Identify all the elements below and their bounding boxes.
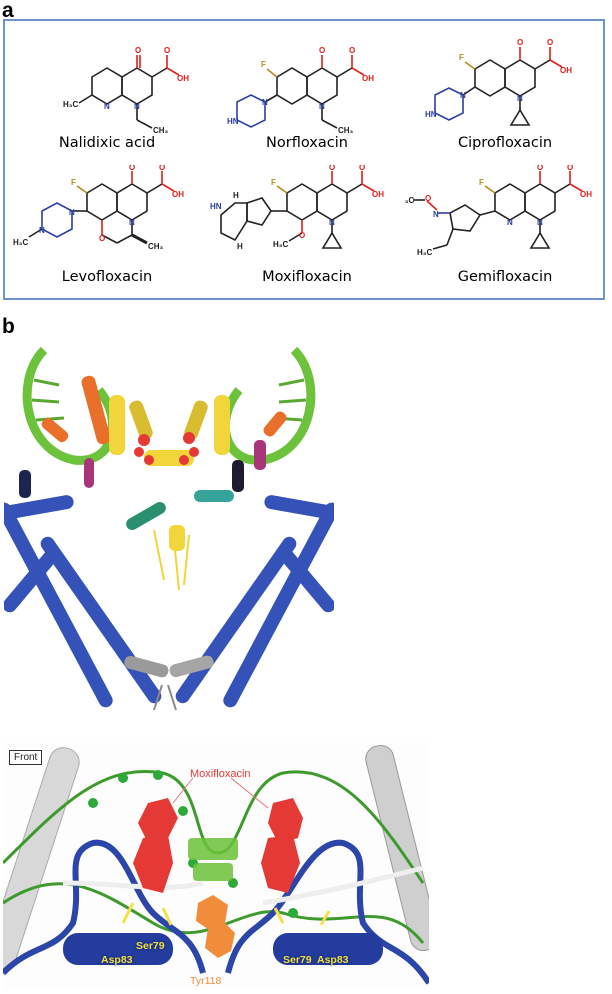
molecule-gemifloxacin: F O O OH H₃C O N N N H₃C Gemifloxacin — [405, 165, 605, 305]
fluorine-atom: F — [261, 60, 266, 69]
nalidixic-acid-structure-icon: O O OH N N H₃C CH₃ — [63, 46, 189, 135]
molecule-name: Levofloxacin — [61, 269, 153, 285]
oxygen-atom: O — [537, 165, 543, 172]
panel-b-label: b — [2, 315, 15, 338]
fluorine-atom: F — [271, 178, 276, 187]
hydrogen-atom: H — [237, 242, 243, 251]
oxygen-atom: O — [164, 46, 170, 55]
methyl-group: H₃C — [13, 238, 28, 247]
nitrogen-atom: N — [329, 218, 335, 227]
levofloxacin-structure-icon: F O O OH O N N N H₃C CH₃ — [13, 165, 184, 251]
nitrogen-atom: N — [104, 102, 110, 111]
molecule-nalidixic-acid: O O OH N N H₃C CH₃ Nalidixic acid — [7, 25, 207, 165]
drug-binding-site-closeup-image: Front Moxifloxacin Ser79 Asp83 Ser79 Asp… — [0, 743, 439, 990]
oxygen-atom: O — [547, 38, 553, 47]
methyl-group: H₃C — [63, 100, 78, 109]
amine-group: HN — [210, 202, 222, 211]
nitrogen-atom: N — [507, 218, 513, 227]
fluorine-atom: F — [459, 53, 464, 62]
amine-group: HN — [227, 117, 239, 126]
molecule-name: Ciprofloxacin — [457, 135, 553, 151]
norfloxacin-structure-icon: F O O OH N HN N CH₃ — [227, 46, 374, 135]
molecule-name: Moxifloxacin — [262, 269, 352, 285]
nitrogen-atom: N — [262, 98, 268, 107]
oxygen-atom: O — [567, 165, 573, 172]
hydroxyl-group: OH — [560, 66, 572, 75]
amine-group: HN — [425, 110, 437, 119]
oxygen-atom: O — [135, 46, 141, 55]
binding-site-cartoon-icon — [0, 744, 439, 985]
oxygen-atom: O — [517, 38, 523, 47]
methyl-group: H₃C — [417, 248, 432, 257]
fluorine-atom: F — [479, 178, 484, 187]
view-orientation-label: Front — [9, 750, 43, 765]
ciprofloxacin-structure-icon: F O O OH N HN N — [425, 38, 572, 126]
hydroxyl-group: OH — [372, 190, 384, 199]
nitrogen-atom: N — [460, 91, 466, 100]
oxygen-atom: O — [329, 165, 335, 172]
residue-label-ser79-right: Ser79 — [283, 954, 312, 966]
hydrogen-atom: H — [233, 191, 239, 200]
oxygen-atom: O — [349, 46, 355, 55]
methyl-group: CH₃ — [338, 126, 354, 135]
methyl-group: H₃C — [273, 240, 288, 249]
gemifloxacin-structure-icon: F O O OH H₃C O N N N H₃C — [405, 165, 592, 257]
residue-label-asp83-right: Asp83 — [317, 954, 349, 966]
methyl-group: CH₃ — [153, 126, 169, 135]
hydroxyl-group: OH — [172, 190, 184, 199]
nitrogen-atom: N — [129, 218, 135, 227]
molecule-name: Nalidixic acid — [58, 135, 156, 151]
nitrogen-atom: N — [517, 94, 523, 103]
panel-a-label: a — [2, 0, 14, 22]
nitrogen-atom: N — [39, 226, 45, 235]
oxygen-atom: O — [159, 165, 165, 172]
protein-cartoon-icon — [0, 346, 339, 711]
nitrogen-atom: N — [537, 218, 543, 227]
panel-a-structures-box: O O OH N N H₃C CH₃ Nalidixic acid — [3, 19, 605, 300]
nitrogen-atom: N — [134, 102, 140, 111]
oxygen-atom: O — [319, 46, 325, 55]
nitrogen-atom: N — [319, 102, 325, 111]
molecule-levofloxacin: F O O OH O N N N H₃C CH₃ Levofloxacin — [7, 165, 207, 305]
residue-label-ser79-left: Ser79 — [136, 940, 165, 952]
oxygen-atom: O — [425, 194, 431, 203]
nitrogen-atom: N — [433, 210, 439, 219]
hydroxyl-group: OH — [362, 74, 374, 83]
methyl-group: H₃C — [405, 196, 414, 205]
topoisomerase-complex-image — [0, 340, 339, 720]
hydroxyl-group: OH — [177, 74, 189, 83]
fluorine-atom: F — [71, 178, 76, 187]
residue-label-asp83-left: Asp83 — [101, 954, 133, 966]
molecule-moxifloxacin: F O O OH O H₃C HN H H N Moxifloxacin — [207, 165, 407, 305]
molecule-ciprofloxacin: F O O OH N HN N Ciprofloxacin — [405, 25, 605, 165]
oxygen-atom: O — [129, 165, 135, 172]
molecule-name: Norfloxacin — [266, 135, 348, 151]
oxygen-atom: O — [359, 165, 365, 172]
moxifloxacin-label: Moxifloxacin — [190, 768, 251, 780]
methyl-group: CH₃ — [148, 242, 164, 251]
hydroxyl-group: OH — [580, 190, 592, 199]
nitrogen-atom: N — [69, 208, 75, 217]
molecule-norfloxacin: F O O OH N HN N CH₃ Norfloxacin — [207, 25, 407, 165]
molecule-name: Gemifloxacin — [457, 269, 553, 285]
moxifloxacin-structure-icon: F O O OH O H₃C HN H H N — [210, 165, 384, 251]
oxygen-atom: O — [99, 234, 105, 243]
oxygen-atom: O — [299, 231, 305, 240]
residue-label-tyr118: Tyr118 — [190, 975, 222, 987]
